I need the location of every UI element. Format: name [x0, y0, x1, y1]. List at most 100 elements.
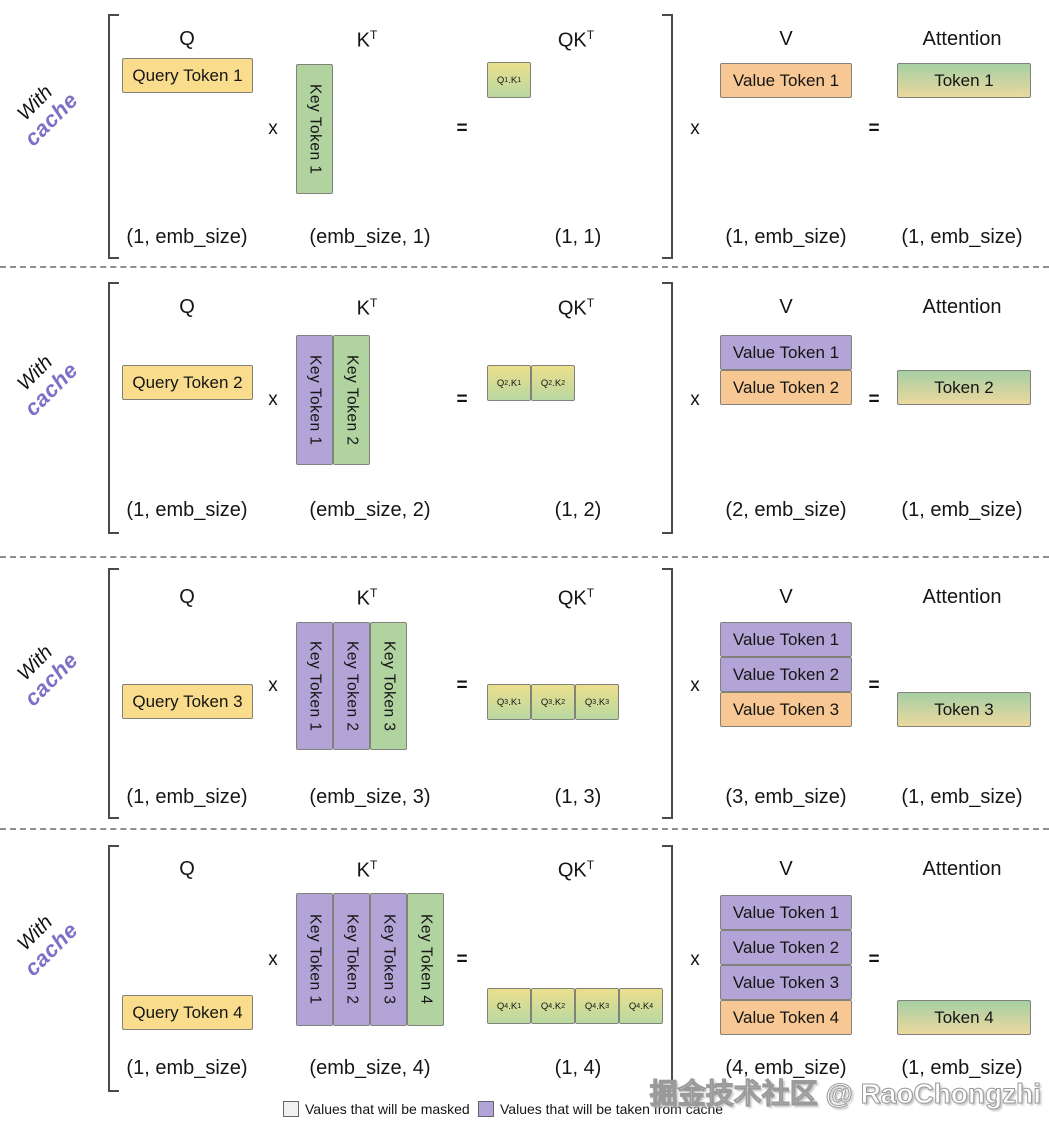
row-separator — [0, 556, 1049, 558]
kt-header: KT — [357, 296, 378, 321]
qk-q-subscript: 4 — [548, 1002, 553, 1010]
matrix-bracket-right — [662, 845, 673, 1092]
legend-masked-swatch — [283, 1101, 299, 1117]
dimension-label-q: (1, emb_size) — [126, 786, 248, 808]
qk-k-text: .K — [508, 377, 518, 389]
matrix-bracket-right — [662, 14, 673, 259]
kt-header: KT — [357, 858, 378, 883]
equals-operator: = — [868, 675, 880, 696]
qk-q-text: Q — [540, 696, 549, 708]
matrix-bracket-left — [108, 14, 119, 259]
qk-k-subscript: 1 — [517, 698, 522, 706]
qk-q-subscript: 2 — [548, 379, 553, 387]
q-header: Q — [179, 586, 195, 608]
attention-token-box: Token 1 — [897, 63, 1031, 98]
query-token-box: Query Token 1 — [122, 58, 253, 93]
kt-header-base: K — [356, 859, 370, 882]
qk-q-subscript: 1 — [504, 76, 509, 84]
key-token-box: Key Token 1 — [296, 893, 333, 1026]
qk-q-subscript: 4 — [592, 1002, 597, 1010]
qk-q-text: Q — [496, 74, 505, 86]
attention-header: Attention — [922, 586, 1002, 608]
dimension-label-q: (1, emb_size) — [126, 226, 248, 248]
qkt-header: QKT — [558, 586, 594, 611]
kt-header-sup: T — [370, 858, 378, 872]
value-token-box: Value Token 1 — [720, 622, 852, 657]
qk-k-text: .K — [552, 696, 562, 708]
equals-operator: = — [456, 389, 468, 410]
times-operator: x — [690, 118, 700, 139]
kt-header-base: K — [356, 587, 370, 610]
qk-k-subscript: 1 — [517, 379, 522, 387]
dimension-label-kt: (emb_size, 4) — [309, 1057, 431, 1079]
kt-header: KT — [357, 586, 378, 611]
kt-header-sup: T — [370, 28, 378, 42]
qk-q-subscript: 3 — [504, 698, 509, 706]
value-token-box: Value Token 3 — [720, 965, 852, 1000]
key-token-box: Key Token 1 — [296, 64, 333, 194]
watermark: 掘金技术社区 @ RaoChongzhi — [649, 1078, 1041, 1110]
matrix-bracket-left — [108, 845, 119, 1092]
qkt-header-sup: T — [586, 586, 595, 600]
query-token-box: Query Token 3 — [122, 684, 253, 719]
dimension-label-v: (1, emb_size) — [725, 226, 847, 248]
value-token-box: Value Token 2 — [720, 370, 852, 405]
qk-q-subscript: 4 — [504, 1002, 509, 1010]
attention-header: Attention — [922, 28, 1002, 50]
kt-header-base: K — [356, 29, 370, 52]
matrix-bracket-right — [662, 568, 673, 819]
kt-header-base: K — [356, 297, 370, 320]
qkt-header-sup: T — [586, 296, 595, 310]
attention-token-box: Token 2 — [897, 370, 1031, 405]
qk-k-subscript: 4 — [649, 1002, 654, 1010]
qk-k-subscript: 1 — [517, 76, 522, 84]
qk-q-text: Q — [584, 1000, 593, 1012]
qk-k-text: .K — [640, 1000, 650, 1012]
value-token-box: Value Token 4 — [720, 1000, 852, 1035]
dimension-label-qkt: (1, 2) — [554, 499, 602, 521]
kt-header-sup: T — [370, 586, 378, 600]
qk-q-text: Q — [540, 1000, 549, 1012]
q-header: Q — [179, 296, 195, 318]
v-header: V — [779, 586, 793, 608]
times-operator: x — [268, 675, 278, 696]
dimension-label-attention: (1, emb_size) — [901, 226, 1023, 248]
key-token-box: Key Token 2 — [333, 893, 370, 1026]
key-token-box: Key Token 2 — [333, 335, 370, 465]
dimension-label-qkt: (1, 1) — [554, 226, 602, 248]
legend-item-masked: Values that will be masked — [283, 1101, 470, 1117]
attention-header: Attention — [922, 858, 1002, 880]
v-header: V — [779, 28, 793, 50]
times-operator: x — [268, 948, 278, 970]
qk-k-text: .K — [552, 1000, 562, 1012]
qk-k-subscript: 1 — [517, 1002, 522, 1010]
qk-q-subscript: 4 — [636, 1002, 641, 1010]
matrix-bracket-left — [108, 568, 119, 819]
dimension-label-kt: (emb_size, 2) — [309, 499, 431, 521]
qk-q-subscript: 3 — [548, 698, 553, 706]
qk-k-text: .K — [508, 696, 518, 708]
qkt-header: QKT — [558, 28, 594, 53]
row-separator — [0, 828, 1049, 830]
attention-token-box: Token 4 — [897, 1000, 1031, 1035]
key-token-box: Key Token 3 — [370, 893, 407, 1026]
dimension-label-v: (4, emb_size) — [725, 1057, 847, 1079]
qk-k-subscript: 3 — [605, 1002, 610, 1010]
q-header: Q — [179, 28, 195, 50]
legend: Values that will be masked Values that w… — [0, 1101, 1049, 1125]
kt-header-sup: T — [370, 296, 378, 310]
dimension-label-attention: (1, emb_size) — [901, 1057, 1023, 1079]
qk-q-text: Q — [496, 1000, 505, 1012]
qk-k-text: .K — [596, 696, 606, 708]
legend-cache-label: Values that will be taken from cache — [500, 1101, 724, 1117]
value-token-box: Value Token 1 — [720, 895, 852, 930]
legend-masked-label: Values that will be masked — [305, 1101, 470, 1117]
equals-operator: = — [456, 118, 468, 139]
qk-q-text: Q — [496, 377, 505, 389]
qk-q-text: Q — [628, 1000, 637, 1012]
